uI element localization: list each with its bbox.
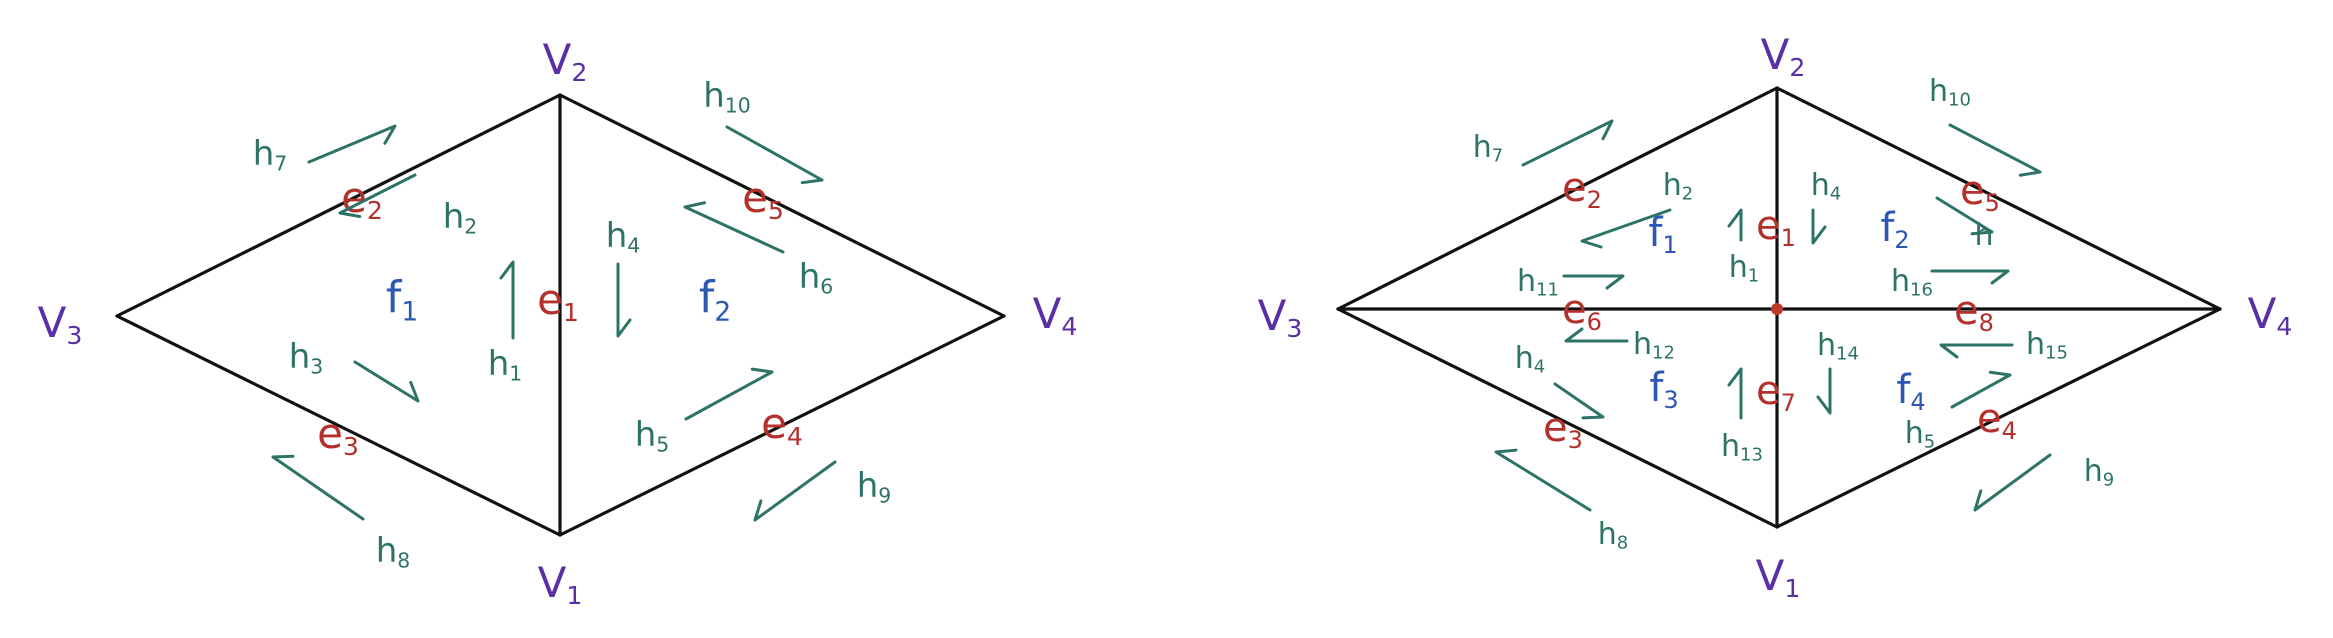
right-edge-label-e8: e8: [1954, 288, 1994, 337]
right-edge-v1-v3: [1336, 307, 1779, 529]
left-edge-label-e1: e1: [537, 275, 579, 327]
right-arrow-h8: [1494, 448, 1592, 512]
right-halfedge-label-h4-11: h4: [1515, 341, 1545, 378]
left-face-label-f2: f2: [699, 272, 731, 327]
right-arrow-h2: [1580, 208, 1672, 249]
right-halfedge-label-h13-8: h13: [1721, 429, 1763, 466]
right-halfedge-label-h12-9: h12: [1633, 327, 1675, 364]
left-arrow-h7: [307, 124, 397, 164]
right-halfedge-label-hblank-3: h: [1974, 218, 1993, 253]
right-arrow-h9: [1973, 453, 2052, 512]
right-arrow-h4-upper: [1811, 208, 1827, 245]
left-edge-label-e5: e5: [742, 173, 784, 225]
right-edge-label-e6: e6: [1562, 287, 1602, 336]
left-edge-v1-v3: [115, 314, 562, 537]
left-face-label-f1: f1: [386, 272, 418, 327]
right-arrow-h12: [1564, 327, 1629, 343]
left-halfedge-label-h9: h9: [857, 466, 892, 508]
right-halfedge-label-h2-1: h2: [1663, 168, 1693, 205]
left-arrow-h2: [338, 173, 417, 218]
right-edge-label-e1: e1: [1756, 203, 1796, 252]
right-edge-label-e2: e2: [1562, 165, 1602, 214]
right-vertex-label-v1: V1: [1756, 551, 1801, 603]
right-vertex-label-v2: V2: [1761, 30, 1806, 82]
right-arrow-h11: [1562, 274, 1625, 290]
right-arrow-h-upper-right: [1935, 196, 1994, 236]
left-vertex-label-v3: V3: [38, 298, 83, 350]
right-halfedge-label-h8-13: h8: [1598, 517, 1628, 554]
left-arrow-h1: [499, 260, 515, 340]
left-arrow-h3: [353, 360, 420, 403]
right-face-label-f4: f4: [1896, 367, 1925, 416]
right-face-label-f2: f2: [1880, 205, 1909, 254]
right-center-vertex-dot: [1771, 303, 1783, 315]
left-arrow-h6: [683, 201, 785, 254]
right-edge-label-e7: e7: [1756, 368, 1796, 417]
right-arrow-h13: [1727, 367, 1743, 420]
left-halfedge-label-h10: h10: [703, 76, 751, 118]
right-edge-v4-v1: [1775, 307, 2222, 529]
right-arrow-h10: [1948, 123, 2042, 177]
right-edge-label-e3: e3: [1543, 405, 1583, 454]
left-edge-label-e2: e2: [341, 173, 383, 225]
left-arrow-h9: [753, 460, 837, 522]
right-halfedge-label-h11-10: h11: [1517, 264, 1559, 301]
right-arrow-h14: [1816, 367, 1832, 415]
right-edge-v3-v2: [1336, 86, 1779, 311]
left-vertex-label-v2: V2: [543, 35, 588, 87]
right-vertex-label-v3: V3: [1258, 291, 1303, 343]
right-halfedge-label-h1-0: h1: [1729, 250, 1759, 287]
right-arrow-h16: [1930, 269, 2010, 285]
right-halfedge-label-h15-5: h15: [2026, 327, 2068, 364]
right-halfedge-label-h7-12: h7: [1473, 130, 1503, 167]
right-edge-label-e4: e4: [1977, 396, 2017, 445]
left-arrow-h10: [725, 125, 824, 185]
left-vertex-label-v4: V4: [1033, 289, 1078, 341]
left-edge-v4-v1: [558, 314, 1006, 537]
left-edge-label-e3: e3: [317, 409, 359, 461]
left-arrow-h5: [684, 367, 774, 421]
right-halfedge-label-h5-6: h5: [1905, 416, 1935, 453]
left-halfedge-label-h7: h7: [253, 134, 288, 176]
left-halfedge-label-h4: h4: [606, 216, 641, 258]
left-halfedge-label-h1: h1: [488, 344, 523, 386]
right-halfedge-label-h14-7: h14: [1817, 328, 1859, 365]
left-vertex-label-v1: V1: [538, 558, 583, 610]
left-halfedge-label-h5: h5: [635, 415, 670, 457]
left-halfedge-label-h8: h8: [376, 531, 411, 573]
left-arrow-h4: [616, 262, 632, 338]
left-halfedge-label-h3: h3: [289, 337, 324, 379]
left-edge-label-e4: e4: [761, 399, 803, 451]
left-edge-v3-v2: [115, 93, 562, 318]
right-arrow-h7: [1521, 119, 1614, 167]
right-arrow-h4-lower: [1553, 382, 1605, 420]
left-halfedge-label-h6: h6: [799, 257, 834, 299]
right-arrow-h15: [1939, 343, 2014, 359]
right-arrow-h5: [1950, 370, 2012, 409]
left-edge-v2-v4: [558, 93, 1006, 318]
right-halfedge-label-h16-4: h16: [1891, 264, 1933, 301]
right-edge-v2-v4: [1775, 86, 2222, 311]
right-face-label-f3: f3: [1649, 365, 1678, 414]
right-arrow-h1: [1727, 208, 1743, 242]
right-halfedge-label-h10-15: h10: [1929, 74, 1971, 111]
left-arrow-h8: [271, 454, 365, 521]
right-edge-label-e5: e5: [1960, 168, 2000, 217]
right-halfedge-label-h9-14: h9: [2084, 454, 2114, 491]
right-halfedge-label-h4-2: h4: [1811, 168, 1841, 205]
right-vertex-label-v4: V4: [2248, 289, 2293, 341]
right-face-label-f1: f1: [1648, 210, 1677, 259]
left-halfedge-label-h2: h2: [443, 197, 478, 239]
